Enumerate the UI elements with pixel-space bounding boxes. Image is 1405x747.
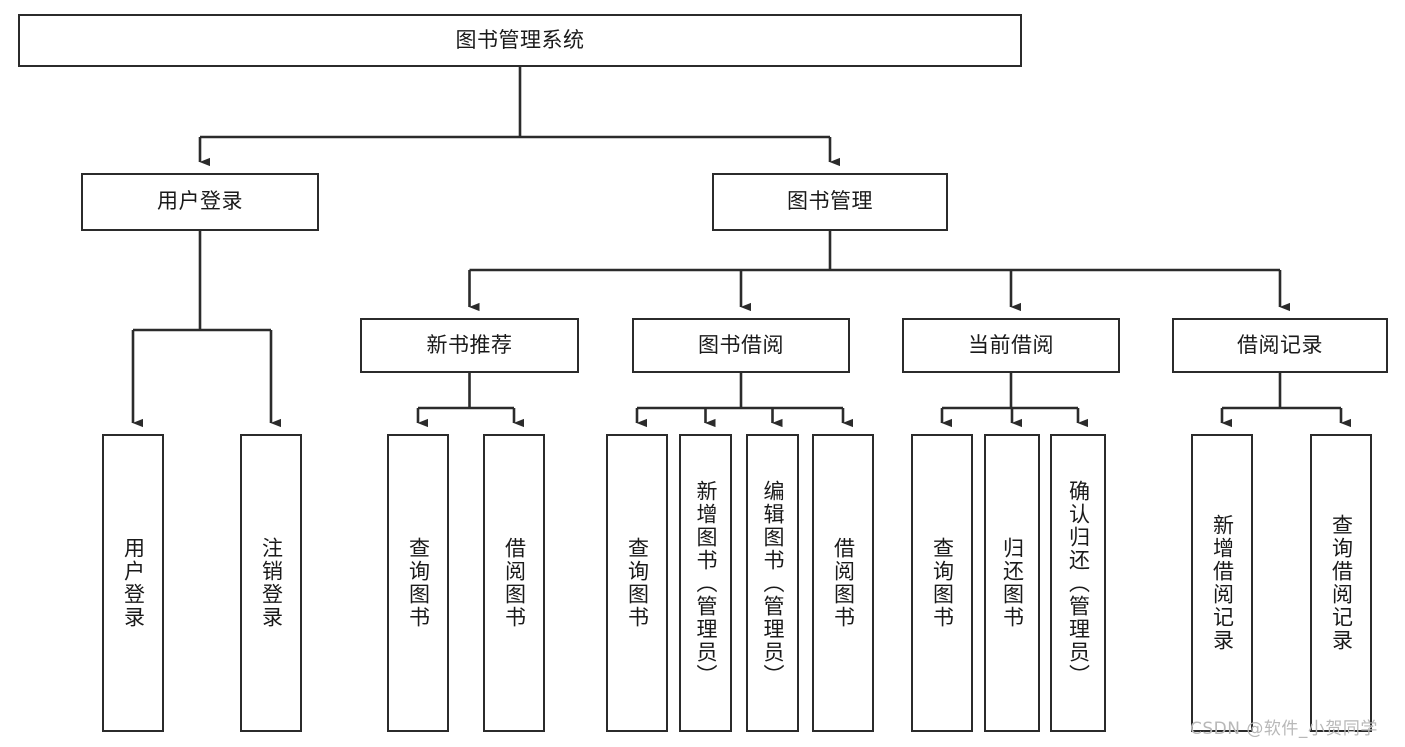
root-node-label: 图书管理系统 — [455, 27, 585, 52]
leaf-node-box[interactable]: 查询图书 — [911, 434, 973, 732]
leaf-node-box[interactable]: 查询图书 — [387, 434, 449, 732]
level2-node-box[interactable]: 新书推荐 — [360, 318, 579, 373]
leaf-node-box[interactable]: 编辑图书（管理员） — [746, 434, 799, 732]
leaf-node-label: 查询借阅记录 — [1329, 514, 1354, 652]
level1-node-box[interactable]: 图书管理 — [712, 173, 948, 231]
level1-node-label: 用户登录 — [157, 189, 243, 214]
level2-node-box[interactable]: 借阅记录 — [1172, 318, 1388, 373]
leaf-node-label: 归还图书 — [1000, 537, 1025, 629]
leaf-node-label: 借阅图书 — [831, 537, 856, 629]
leaf-node-box[interactable]: 借阅图书 — [483, 434, 545, 732]
level1-node-label: 图书管理 — [787, 189, 873, 214]
leaf-node-label: 注销登录 — [259, 537, 284, 629]
leaf-node-label: 借阅图书 — [502, 537, 527, 629]
leaf-node-box[interactable]: 查询借阅记录 — [1310, 434, 1372, 732]
leaf-node-box[interactable]: 归还图书 — [984, 434, 1040, 732]
leaf-node-label: 编辑图书（管理员） — [760, 479, 785, 687]
leaf-node-label: 新增图书（管理员） — [693, 479, 718, 687]
level2-node-label: 当前借阅 — [968, 332, 1054, 357]
level1-node-box[interactable]: 用户登录 — [81, 173, 319, 231]
leaf-node-box[interactable]: 用户登录 — [102, 434, 164, 732]
level2-node-box[interactable]: 图书借阅 — [632, 318, 850, 373]
leaf-node-box[interactable]: 新增图书（管理员） — [679, 434, 732, 732]
leaf-node-box[interactable]: 确认归还（管理员） — [1050, 434, 1106, 732]
level2-node-label: 图书借阅 — [698, 332, 784, 357]
level2-node-box[interactable]: 当前借阅 — [902, 318, 1120, 373]
leaf-node-label: 确认归还（管理员） — [1066, 479, 1091, 687]
leaf-node-label: 查询图书 — [625, 537, 650, 629]
leaf-node-label: 查询图书 — [930, 537, 955, 629]
leaf-node-box[interactable]: 注销登录 — [240, 434, 302, 732]
leaf-node-label: 用户登录 — [121, 537, 146, 629]
leaf-node-box[interactable]: 借阅图书 — [812, 434, 874, 732]
level2-node-label: 借阅记录 — [1237, 332, 1323, 357]
leaf-node-box[interactable]: 新增借阅记录 — [1191, 434, 1253, 732]
leaf-node-label: 新增借阅记录 — [1210, 514, 1235, 652]
leaf-node-box[interactable]: 查询图书 — [606, 434, 668, 732]
root-node-box[interactable]: 图书管理系统 — [18, 14, 1022, 67]
leaf-node-label: 查询图书 — [406, 537, 431, 629]
level2-node-label: 新书推荐 — [426, 332, 513, 357]
connector-group — [131, 67, 1351, 428]
